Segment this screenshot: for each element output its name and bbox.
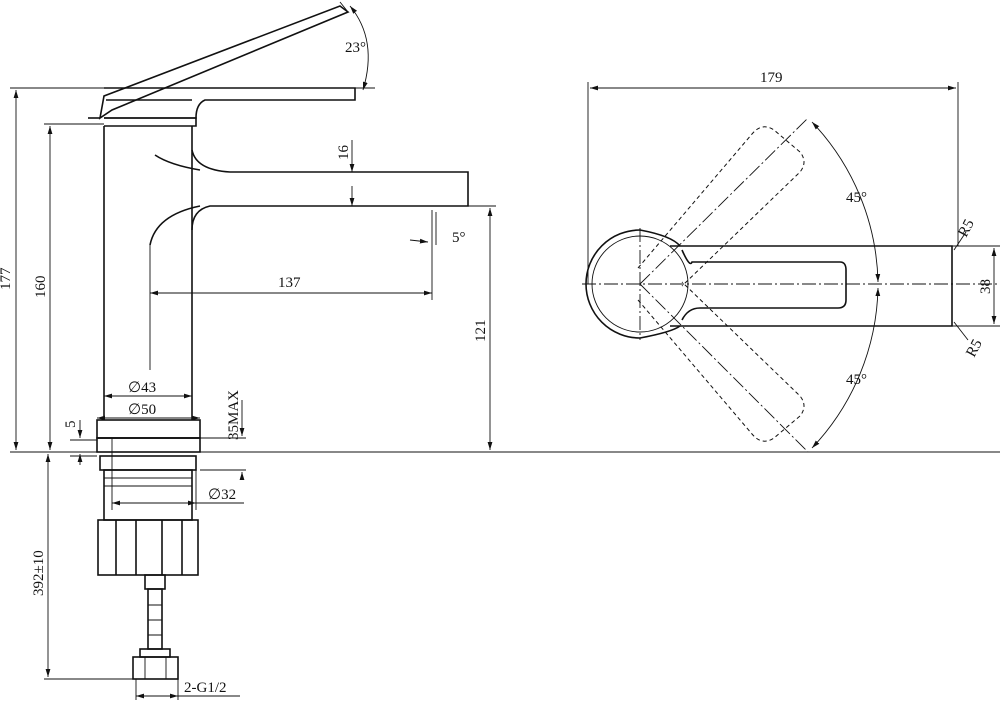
dim-angle-handle-arc: [349, 5, 369, 91]
mounting-shank: [97, 455, 199, 576]
dim-handle-width-ext: [952, 245, 1000, 327]
dim-height-body: 160: [33, 276, 49, 299]
top-view: 179 45° 45° R5 R5 38: [582, 70, 1000, 453]
dim-spout-height: 121: [473, 320, 489, 343]
dim-shank-diameter: ∅32: [208, 487, 236, 503]
dim-radius-top: R5: [955, 217, 977, 240]
dim-deck-thickness-ext: [200, 437, 246, 471]
handle-swing-bottom: [637, 281, 809, 453]
dim-body-diameter: ∅43: [128, 380, 156, 396]
dim-radius-bottom-leader: [953, 321, 969, 341]
dim-overall-length-ext: [587, 82, 959, 284]
dim-radius-bottom: R5: [963, 337, 985, 360]
dim-spout-thickness: 16: [336, 145, 352, 161]
dim-swing-bottom-arc: [811, 287, 881, 449]
dim-hose-length: 392±10: [31, 550, 47, 596]
dim-handle-width: 38: [978, 279, 994, 294]
dim-overall-length: 179: [760, 70, 783, 86]
dim-swing-angle-bottom: 45°: [846, 372, 867, 388]
dim-spout-angle: 5°: [452, 230, 466, 246]
extension-lines: [10, 1, 496, 700]
handle-top-outline: [585, 229, 953, 339]
dim-base-diameter: ∅50: [128, 402, 156, 418]
dim-angle-handle: 23°: [345, 40, 366, 56]
handle-lever: [88, 5, 350, 120]
dim-deck-thickness: 35MAX: [226, 390, 242, 440]
handle-swing-top: [637, 117, 809, 287]
dim-height-total: 177: [0, 267, 14, 290]
dim-swing-top-arc: [811, 121, 881, 283]
dim-spout-angle-arrow: [409, 238, 429, 244]
dim-hose-thread: 2-G1/2: [184, 680, 227, 696]
dim-swing-angle-top: 45°: [846, 190, 867, 206]
dim-base-thickness: 5: [63, 421, 79, 429]
dim-spout-reach: 137: [278, 275, 301, 291]
faucet-body: [103, 126, 469, 420]
supply-hose: [132, 574, 179, 680]
dim-radius-top-leader: [953, 231, 967, 251]
handle-cap: [104, 87, 356, 127]
